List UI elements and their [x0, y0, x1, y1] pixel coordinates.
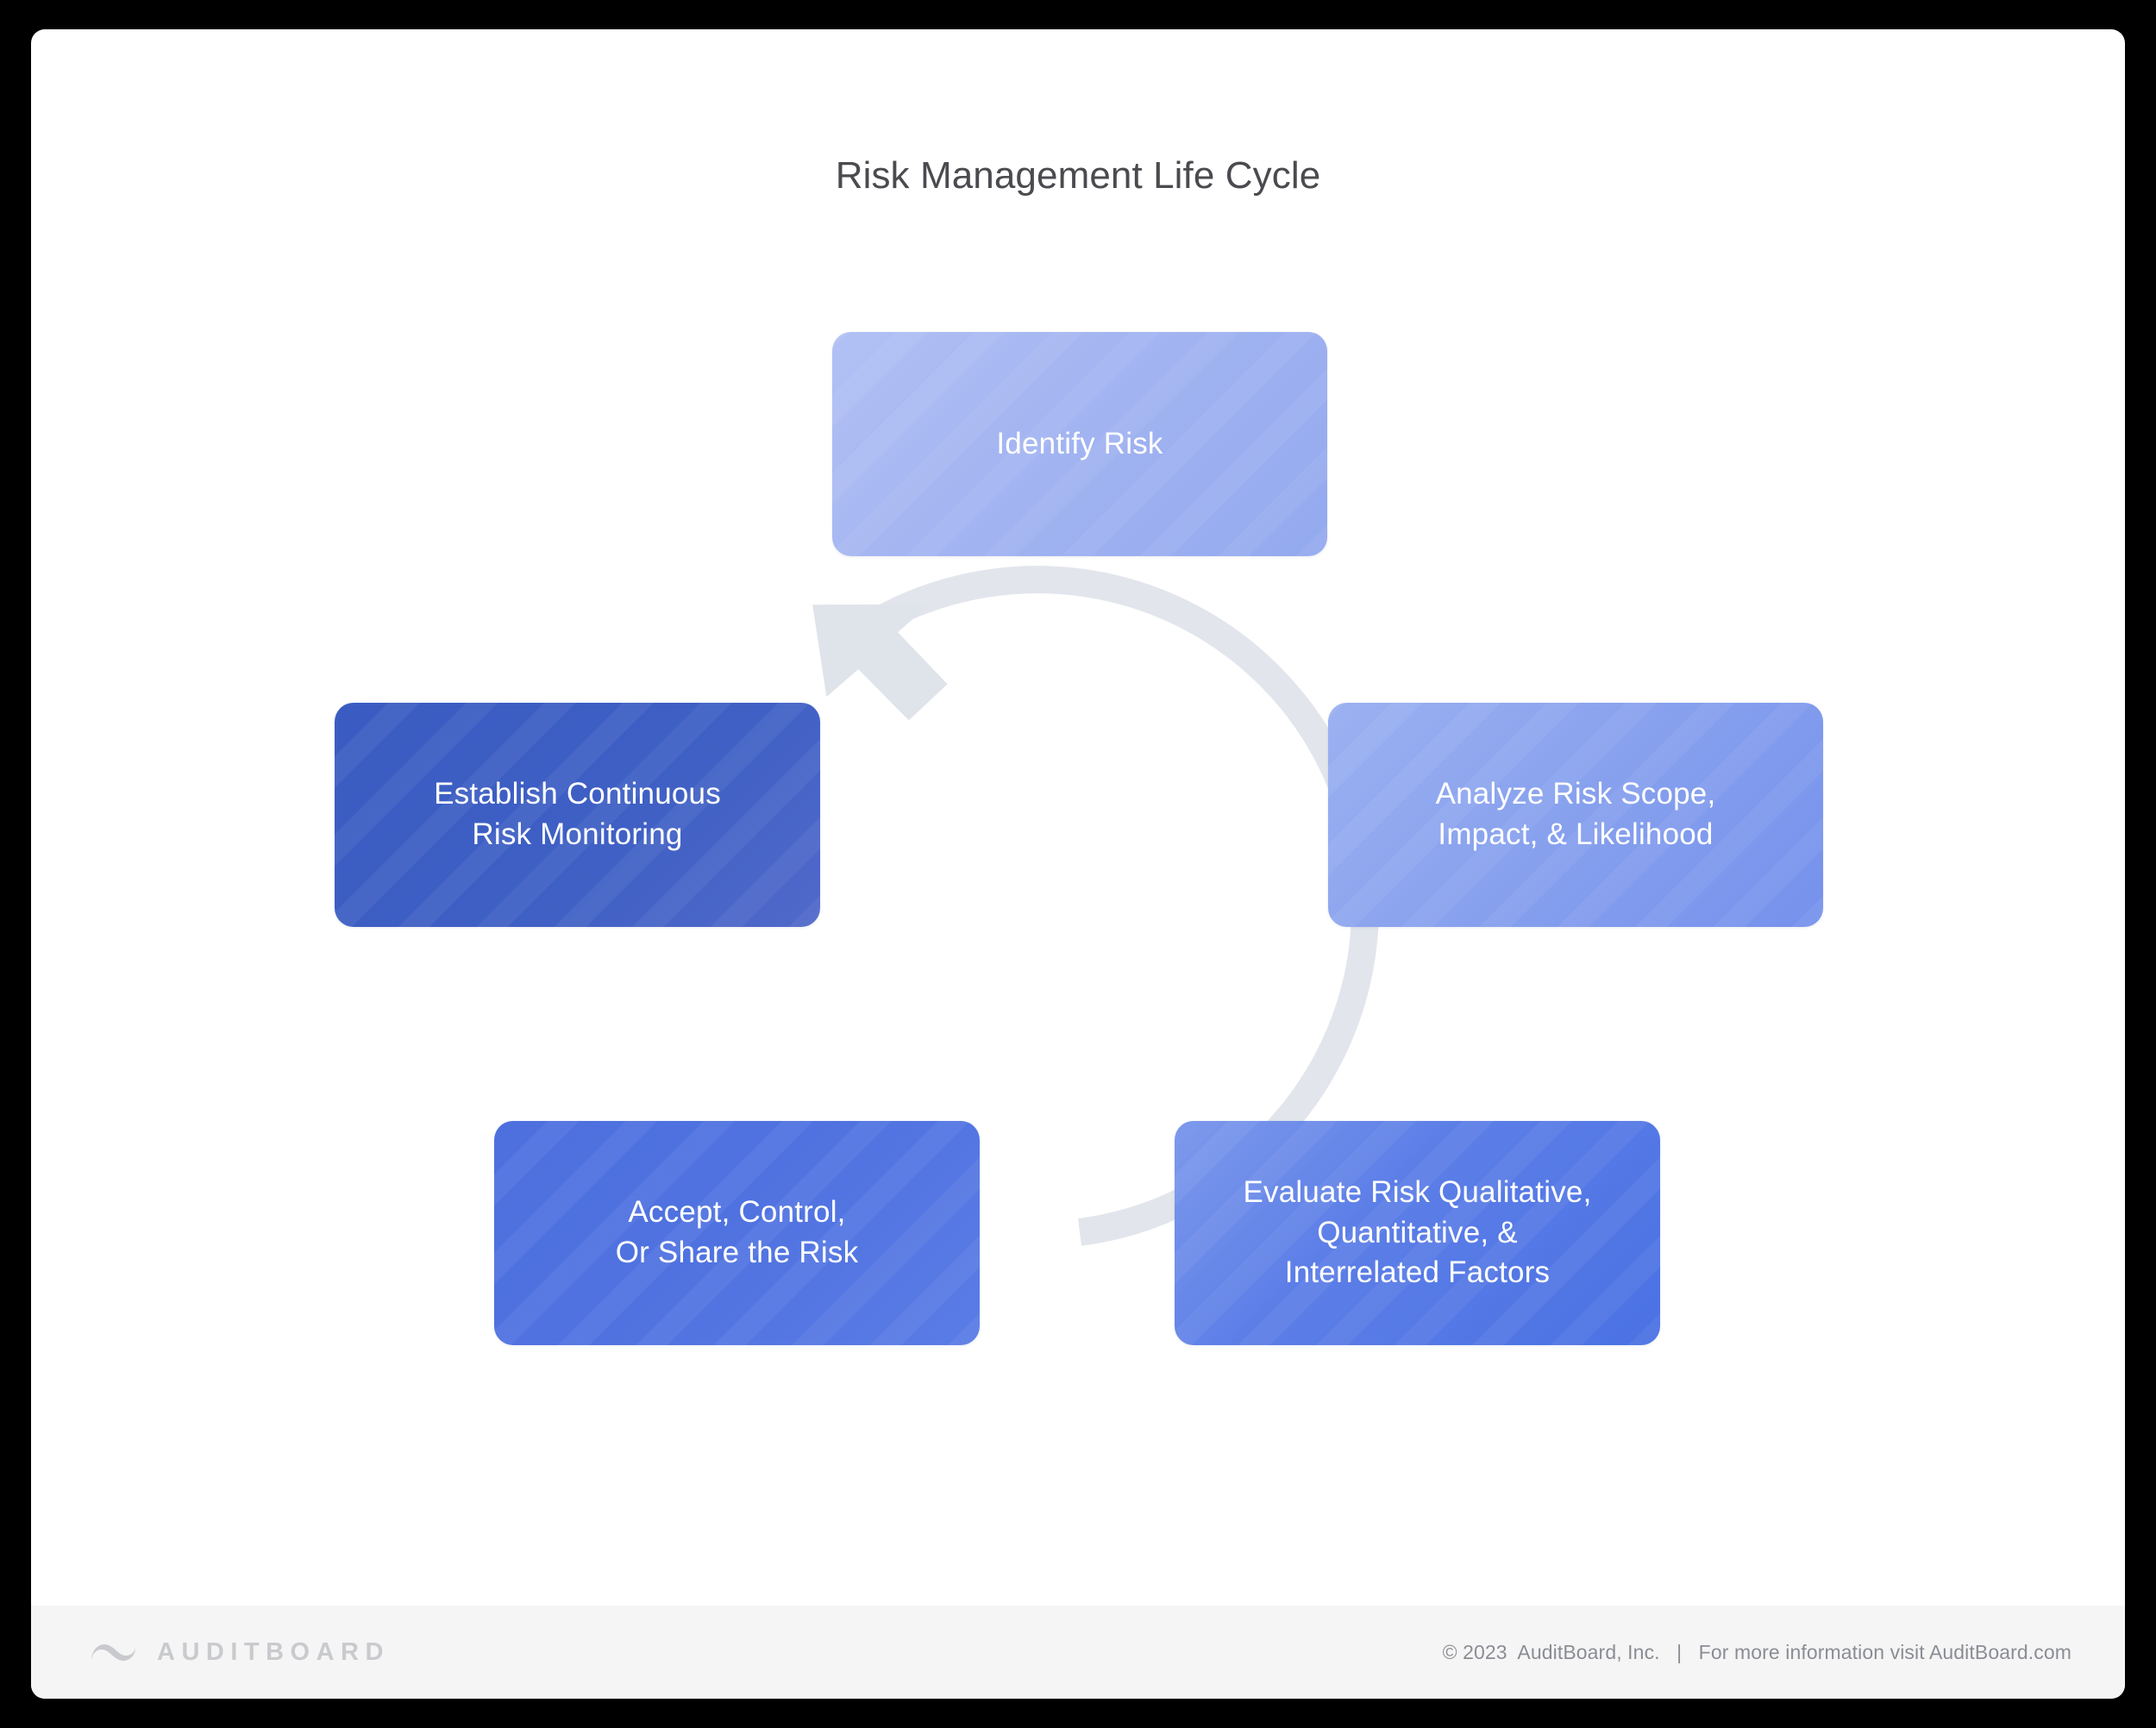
risk-management-cycle-diagram: Identify Risk Analyze Risk Scope, Impact… — [31, 29, 2125, 1606]
auditboard-logo-icon — [91, 1643, 135, 1662]
arrow-head-up-right-icon — [812, 604, 948, 721]
page-title: Risk Management Life Cycle — [835, 154, 1321, 197]
diagram-card: Risk Management Life Cycle Identify Risk… — [31, 29, 2125, 1699]
cycle-step-analyze-risk[interactable]: Analyze Risk Scope, Impact, & Likelihood — [1328, 703, 1823, 927]
footer: AUDITBOARD © 2023 AuditBoard, Inc. | For… — [31, 1606, 2125, 1699]
cycle-step-label: Analyze Risk Scope, Impact, & Likelihood — [1435, 777, 1716, 851]
footer-wordmark: AUDITBOARD — [157, 1637, 390, 1666]
cycle-step-accept-control-share[interactable]: Accept, Control, Or Share the Risk — [494, 1121, 980, 1345]
cycle-step-evaluate-risk[interactable]: Evaluate Risk Qualitative, Quantitative,… — [1175, 1121, 1660, 1345]
cycle-step-label: Identify Risk — [996, 426, 1163, 460]
cycle-step-label: Establish Continuous Risk Monitoring — [434, 777, 721, 851]
cycle-step-establish-monitoring[interactable]: Establish Continuous Risk Monitoring — [335, 703, 820, 927]
footer-brand: AUDITBOARD — [90, 1634, 390, 1670]
cycle-step-identify-risk[interactable]: Identify Risk — [832, 332, 1327, 556]
cycle-step-label: Evaluate Risk Qualitative, Quantitative,… — [1243, 1175, 1592, 1290]
cycle-step-label: Accept, Control, Or Share the Risk — [615, 1195, 859, 1269]
footer-legal-text: © 2023 AuditBoard, Inc. | For more infor… — [1442, 1640, 2071, 1663]
